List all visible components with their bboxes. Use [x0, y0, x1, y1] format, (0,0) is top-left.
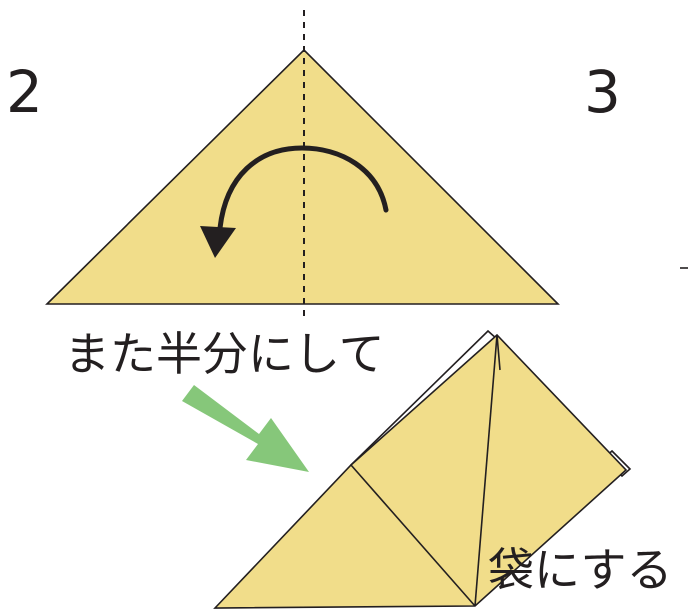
- arrow-head-icon: [200, 226, 236, 258]
- paper-pocket: [213, 333, 628, 609]
- fold-over-arrow-icon: [200, 145, 389, 258]
- paper-triangle: [45, 48, 560, 305]
- step-3-instruction: 袋にする: [488, 543, 672, 597]
- step-2-number: 2: [6, 58, 43, 126]
- pocket-fold-line: [474, 334, 498, 607]
- step-3-number: 3: [584, 58, 621, 126]
- inner-fold-line: [350, 464, 476, 607]
- pocket-crease: [496, 334, 501, 371]
- step-3-folded-paper: [213, 329, 632, 609]
- next-step-arrow-icon: [182, 385, 309, 472]
- step-2-triangle: [45, 10, 560, 318]
- step-2-instruction: また半分にして: [64, 327, 385, 381]
